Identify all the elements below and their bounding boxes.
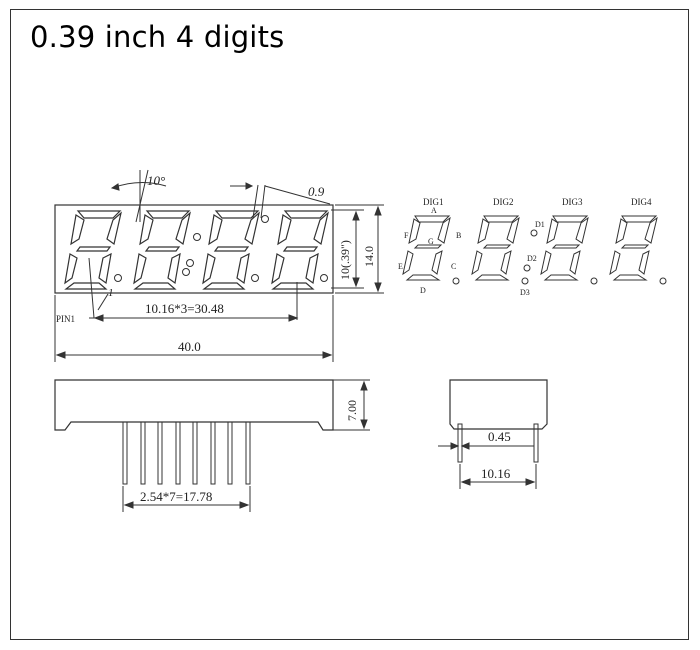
total-height-annotation (335, 204, 384, 294)
pin-colon-top (530, 229, 538, 237)
front-dp-4 (320, 274, 328, 282)
seg-a-label: A (431, 206, 437, 215)
pin-pitch-label: 2.54*7=17.78 (140, 489, 212, 504)
dig4-label: DIG4 (631, 197, 652, 207)
body-depth-label: 7.00 (345, 400, 359, 421)
seg-b-label: B (456, 231, 461, 240)
front-view (54, 204, 334, 294)
d1-label: D1 (535, 220, 545, 229)
digit-height-annotation (331, 209, 364, 289)
display-body (54, 204, 334, 294)
row-spacing-annotation (459, 464, 537, 489)
digit-pitch-label: 10.16*3=30.48 (145, 301, 224, 316)
front-digit-1 (64, 210, 122, 290)
pin-digit-3 (540, 215, 589, 281)
seg-d-label: D (420, 286, 426, 295)
dig2-label: DIG2 (493, 197, 514, 207)
seg-f-label: F (404, 231, 409, 240)
pin-width-annotation (438, 442, 534, 450)
d3-label: D3 (520, 288, 530, 297)
segment-width-annotation (230, 182, 331, 219)
d2-label: D2 (527, 254, 537, 263)
pin-dp-2 (521, 277, 529, 285)
pin-pitch-annotation (122, 486, 251, 512)
pin-diagram (402, 215, 667, 285)
total-height-label: 14.0 (362, 246, 376, 267)
seg-c-label: C (451, 262, 456, 271)
total-length-annotation (54, 295, 334, 362)
end-view (449, 379, 548, 463)
dig3-label: DIG3 (562, 197, 583, 207)
front-upper-dot (261, 215, 269, 223)
pin-dp-3 (590, 277, 598, 285)
page-title: 0.39 inch 4 digits (30, 20, 285, 54)
frame-border (10, 9, 689, 640)
front-colon-bottom (186, 259, 194, 267)
front-digit-3 (202, 210, 260, 290)
pin-dp-4 (659, 277, 667, 285)
digit-height-label: 10(.39") (338, 240, 352, 280)
front-dp-3 (251, 274, 259, 282)
front-dp-2 (182, 268, 190, 276)
side-view (54, 379, 370, 431)
pin1-label: PIN1 (56, 314, 75, 324)
seg-g-label: G (428, 237, 434, 246)
front-colon-top (193, 233, 201, 241)
front-dp-1 (114, 274, 122, 282)
tilt-angle-annotation (110, 169, 167, 223)
front-digit-4 (271, 210, 329, 290)
seg-e-label: E (398, 262, 403, 271)
pin-digit-2 (471, 215, 520, 281)
pin-digit-4 (609, 215, 658, 281)
digit-pitch-annotation (88, 257, 299, 322)
side-pins (122, 421, 251, 485)
pin1-marker: 1 (108, 287, 114, 299)
pin-digit-1 (402, 215, 451, 281)
pin-width-label: 0.45 (488, 429, 511, 444)
total-length-label: 40.0 (178, 339, 201, 354)
pin-colon-bottom (523, 264, 531, 272)
front-digit-2 (133, 210, 191, 290)
dig1-label: DIG1 (423, 197, 444, 207)
tilt-angle-label: 10° (147, 173, 165, 188)
segment-width-label: 0.9 (308, 184, 325, 199)
row-spacing-label: 10.16 (481, 466, 511, 481)
pin-dp-1 (452, 277, 460, 285)
